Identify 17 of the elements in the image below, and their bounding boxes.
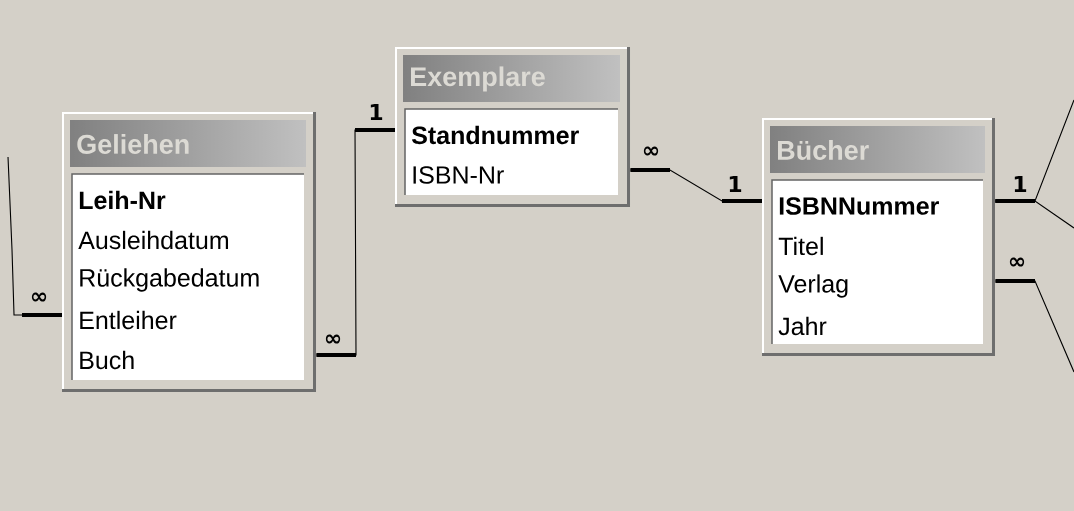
cardinality-label: 1 — [1014, 175, 1027, 192]
table-title: Geliehen — [77, 134, 189, 154]
relationship-line — [629, 168, 763, 203]
relationship-line — [994, 279, 1074, 373]
cardinality-label: 1 — [729, 175, 742, 192]
cardinality-label: ∞ — [643, 146, 659, 156]
cardinality-label: ∞ — [1009, 257, 1025, 267]
relationship-line — [7, 156, 63, 317]
cardinality-label: ∞ — [31, 292, 47, 302]
relationship-line — [315, 128, 396, 357]
cardinality-label: ∞ — [325, 334, 341, 344]
field-name: Standnummer — [411, 125, 579, 145]
field-name: ISBN-Nr — [413, 166, 504, 184]
relationship-line — [994, 199, 1074, 229]
table-title: Bücher — [778, 140, 869, 160]
cardinality-label: 1 — [370, 103, 383, 120]
table-title: Exemplare — [411, 66, 545, 92]
